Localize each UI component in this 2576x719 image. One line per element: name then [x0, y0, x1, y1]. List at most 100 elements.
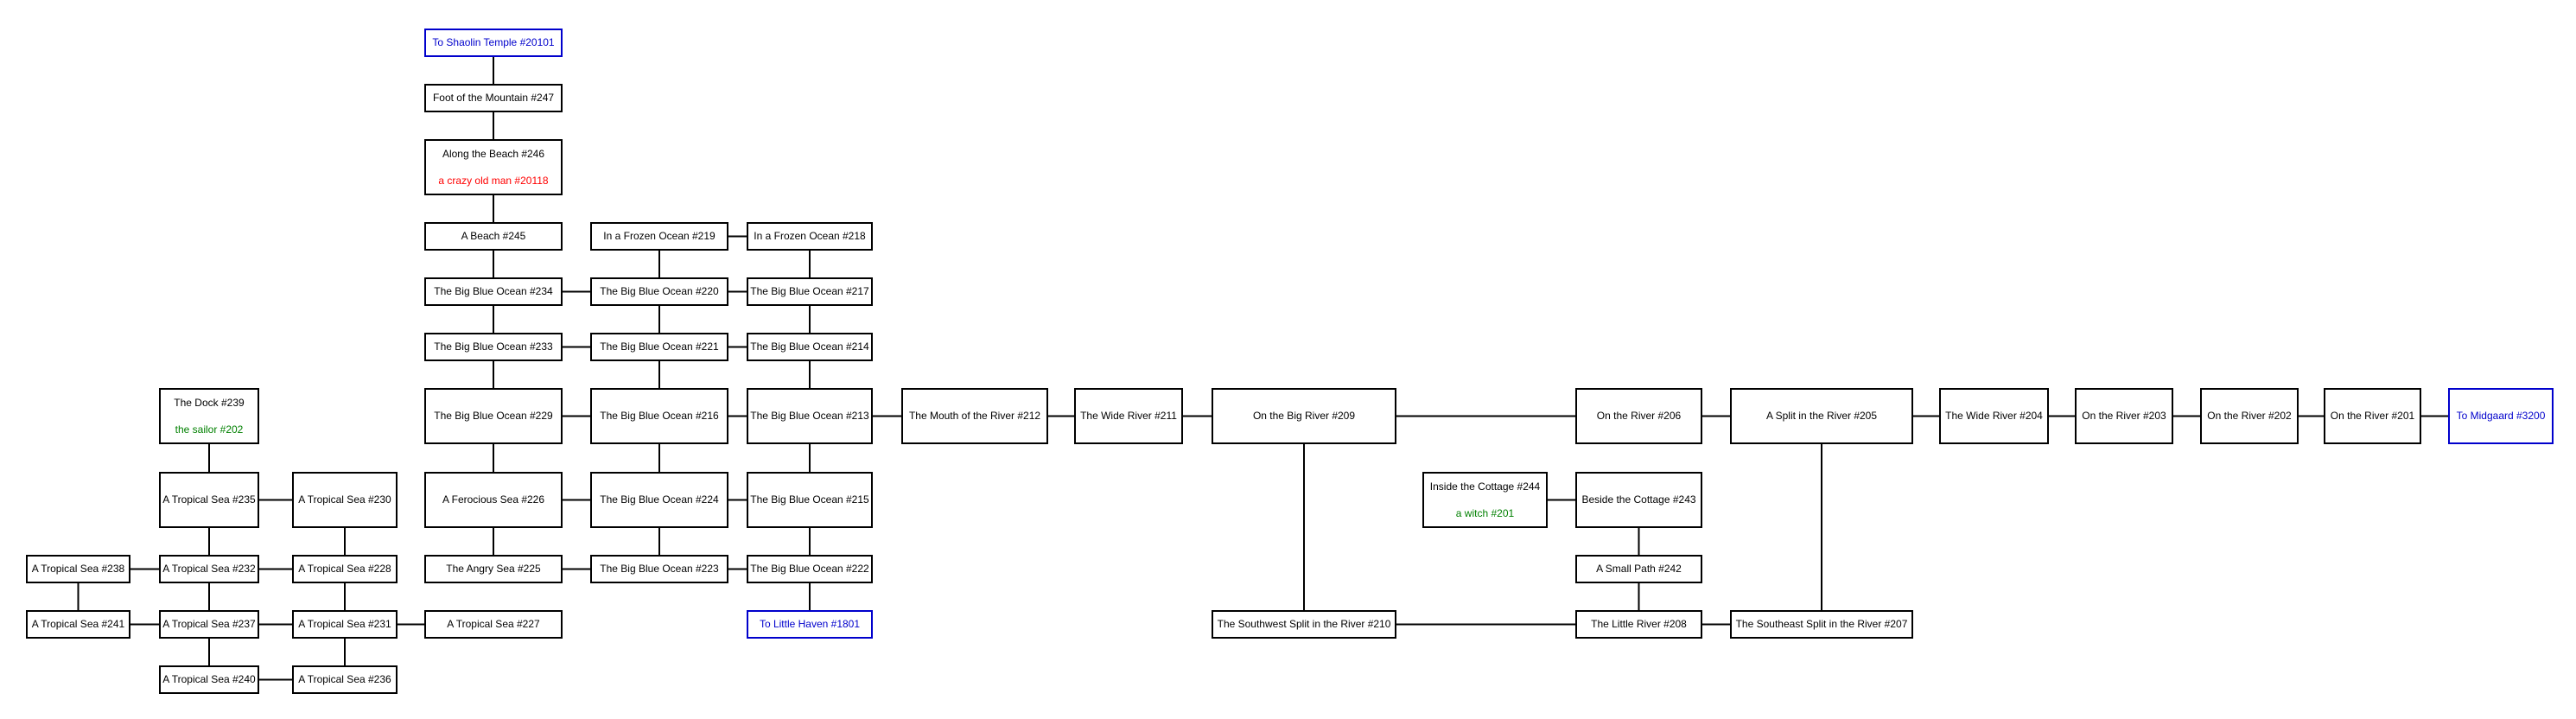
room-label: The Big Blue Ocean #234 — [434, 285, 553, 298]
room-node[interactable]: The Southwest Split in the River #210 — [1212, 610, 1396, 639]
room-node[interactable]: The Big Blue Ocean #220 — [590, 277, 728, 306]
room-label: On the Big River #209 — [1252, 410, 1356, 423]
room-node[interactable]: On the River #201 — [2324, 388, 2421, 444]
room-node[interactable]: The Mouth of the River #212 — [901, 388, 1048, 444]
room-node[interactable]: On the River #202 — [2200, 388, 2299, 444]
room-label: In a Frozen Ocean #218 — [754, 230, 866, 243]
room-label: A Tropical Sea #232 — [162, 563, 256, 576]
room-label: A Tropical Sea #238 — [31, 563, 125, 576]
room-node[interactable]: A Tropical Sea #238 — [26, 555, 130, 583]
room-label: The Little River #208 — [1591, 618, 1687, 631]
room-node[interactable]: On the Big River #209 — [1212, 388, 1396, 444]
mob-label: a witch #201 — [1455, 506, 1515, 519]
room-label: The Big Blue Ocean #217 — [750, 285, 869, 298]
room-label: To Midgaard #3200 — [2456, 410, 2546, 423]
room-label: The Southeast Split in the River #207 — [1735, 618, 1908, 631]
room-label: The Wide River #204 — [1945, 410, 2043, 423]
room-node[interactable]: A Tropical Sea #240 — [159, 665, 259, 694]
room-label: The Big Blue Ocean #221 — [600, 340, 719, 353]
room-node[interactable]: A Tropical Sea #228 — [292, 555, 398, 583]
room-node[interactable]: The Big Blue Ocean #215 — [747, 472, 873, 528]
room-label: Beside the Cottage #243 — [1581, 493, 1696, 506]
room-label: Foot of the Mountain #247 — [432, 92, 555, 105]
room-label: A Tropical Sea #237 — [162, 618, 256, 631]
room-label: The Wide River #211 — [1080, 410, 1177, 423]
room-label: A Beach #245 — [461, 230, 526, 243]
room-node[interactable]: The Big Blue Ocean #217 — [747, 277, 873, 306]
exit-node[interactable]: To Midgaard #3200 — [2448, 388, 2554, 444]
room-label: The Southwest Split in the River #210 — [1217, 618, 1391, 631]
room-node[interactable]: A Tropical Sea #230 — [292, 472, 398, 528]
room-label: Along the Beach #246 — [442, 148, 545, 161]
room-node[interactable]: Foot of the Mountain #247 — [424, 84, 563, 112]
room-node[interactable]: The Big Blue Ocean #229 — [424, 388, 563, 444]
room-label: A Split in the River #205 — [1765, 410, 1878, 423]
room-node[interactable]: The Big Blue Ocean #216 — [590, 388, 728, 444]
exit-node[interactable]: To Shaolin Temple #20101 — [424, 29, 563, 57]
room-node[interactable]: The Big Blue Ocean #213 — [747, 388, 873, 444]
room-node[interactable]: The Big Blue Ocean #234 — [424, 277, 563, 306]
room-label: The Angry Sea #225 — [446, 563, 541, 576]
room-node[interactable]: The Wide River #204 — [1939, 388, 2049, 444]
room-label: A Tropical Sea #236 — [298, 673, 391, 686]
room-node[interactable]: The Dock #239 the sailor #202 — [159, 388, 259, 444]
room-node[interactable]: On the River #206 — [1575, 388, 1702, 444]
room-label: On the River #206 — [1596, 410, 1682, 423]
room-node[interactable]: In a Frozen Ocean #219 — [590, 222, 728, 251]
room-label: In a Frozen Ocean #219 — [603, 230, 716, 243]
room-label: The Mouth of the River #212 — [908, 410, 1041, 423]
room-label: The Big Blue Ocean #215 — [750, 493, 869, 506]
room-label: On the River #203 — [2082, 410, 2166, 423]
room-node[interactable]: A Ferocious Sea #226 — [424, 472, 563, 528]
room-label: A Tropical Sea #240 — [162, 673, 256, 686]
room-node[interactable]: Inside the Cottage #244 a witch #201 — [1422, 472, 1548, 528]
room-node[interactable]: The Big Blue Ocean #222 — [747, 555, 873, 583]
room-label: The Big Blue Ocean #233 — [434, 340, 553, 353]
room-node[interactable]: A Tropical Sea #241 — [26, 610, 130, 639]
room-node[interactable]: The Big Blue Ocean #221 — [590, 333, 728, 361]
room-label: To Little Haven #1801 — [759, 618, 861, 631]
room-label: A Tropical Sea #235 — [162, 493, 256, 506]
room-node[interactable]: The Southeast Split in the River #207 — [1730, 610, 1913, 639]
room-node[interactable]: A Tropical Sea #231 — [292, 610, 398, 639]
room-label: The Big Blue Ocean #222 — [750, 563, 869, 576]
room-label: A Ferocious Sea #226 — [442, 493, 545, 506]
room-node[interactable]: Beside the Cottage #243 — [1575, 472, 1702, 528]
room-node[interactable]: A Split in the River #205 — [1730, 388, 1913, 444]
exit-node[interactable]: To Little Haven #1801 — [747, 610, 873, 639]
room-node[interactable]: A Tropical Sea #232 — [159, 555, 259, 583]
room-label: The Big Blue Ocean #223 — [600, 563, 719, 576]
room-label: Inside the Cottage #244 — [1429, 480, 1541, 493]
room-node[interactable]: The Big Blue Ocean #223 — [590, 555, 728, 583]
room-node[interactable]: In a Frozen Ocean #218 — [747, 222, 873, 251]
room-label: The Dock #239 — [174, 397, 245, 410]
room-node[interactable]: The Wide River #211 — [1074, 388, 1183, 444]
room-node[interactable]: A Small Path #242 — [1575, 555, 1702, 583]
room-label: A Tropical Sea #241 — [31, 618, 125, 631]
room-node[interactable]: A Tropical Sea #227 — [424, 610, 563, 639]
room-label: The Big Blue Ocean #220 — [600, 285, 719, 298]
room-label: On the River #202 — [2207, 410, 2292, 423]
room-node[interactable]: The Little River #208 — [1575, 610, 1702, 639]
room-label: The Big Blue Ocean #224 — [600, 493, 719, 506]
room-node[interactable]: A Tropical Sea #236 — [292, 665, 398, 694]
room-label: A Tropical Sea #231 — [298, 618, 391, 631]
room-node[interactable]: A Beach #245 — [424, 222, 563, 251]
room-node[interactable]: The Angry Sea #225 — [424, 555, 563, 583]
mob-label: the sailor #202 — [175, 423, 244, 436]
room-label: The Big Blue Ocean #229 — [434, 410, 553, 423]
room-label: A Tropical Sea #230 — [298, 493, 391, 506]
room-node[interactable]: The Big Blue Ocean #214 — [747, 333, 873, 361]
room-label: A Tropical Sea #227 — [447, 618, 540, 631]
room-node[interactable]: The Big Blue Ocean #233 — [424, 333, 563, 361]
room-node[interactable]: On the River #203 — [2075, 388, 2173, 444]
room-node[interactable]: A Tropical Sea #235 — [159, 472, 259, 528]
room-label: On the River #201 — [2330, 410, 2415, 423]
room-label: To Shaolin Temple #20101 — [432, 36, 555, 49]
room-label: A Small Path #242 — [1596, 563, 1682, 576]
room-node[interactable]: The Big Blue Ocean #224 — [590, 472, 728, 528]
room-label: The Big Blue Ocean #213 — [750, 410, 869, 423]
room-node[interactable]: A Tropical Sea #237 — [159, 610, 259, 639]
